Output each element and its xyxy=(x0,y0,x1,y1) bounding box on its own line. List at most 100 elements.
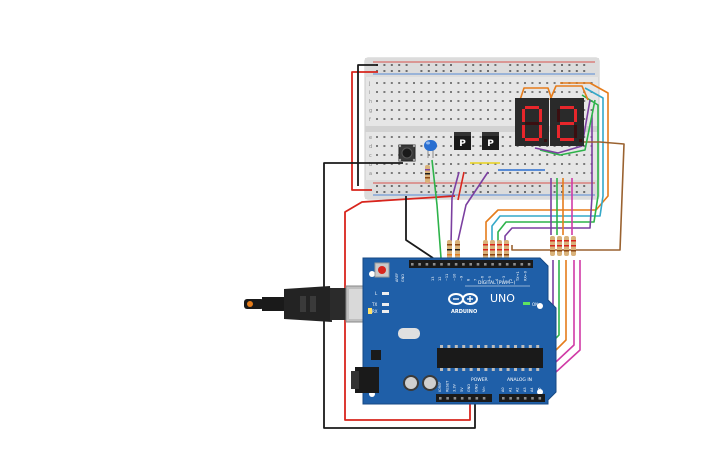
header-pin[interactable] xyxy=(460,397,464,400)
header-pin[interactable] xyxy=(491,263,494,266)
bb-hole xyxy=(383,163,386,165)
bb-hole xyxy=(420,82,423,84)
header-pin[interactable] xyxy=(446,397,449,400)
bb-hole xyxy=(442,145,445,147)
resistor-7[interactable] xyxy=(550,236,555,256)
segment-a xyxy=(525,106,539,109)
reset-button[interactable] xyxy=(374,262,390,278)
wire-black-top-rail[interactable] xyxy=(357,64,378,186)
header-pin[interactable] xyxy=(432,263,436,266)
header-pin[interactable] xyxy=(498,263,502,266)
rail-hole xyxy=(524,70,526,72)
analog-header[interactable] xyxy=(499,394,545,402)
bb-hole xyxy=(420,136,423,138)
wire-green-led[interactable] xyxy=(431,159,442,259)
resistor-6[interactable] xyxy=(504,240,509,260)
header-pin[interactable] xyxy=(520,263,524,266)
wire-teal-seg-b[interactable] xyxy=(491,87,604,245)
bb-hole xyxy=(435,91,438,93)
header-pin[interactable] xyxy=(531,397,534,400)
rail-hole xyxy=(494,64,497,66)
resistor-3[interactable] xyxy=(483,240,488,260)
rail-hole xyxy=(575,191,578,193)
wire-purple-q2[interactable] xyxy=(456,171,489,246)
header-pin[interactable] xyxy=(482,397,486,400)
resistor-4[interactable] xyxy=(490,240,495,260)
resistor-1[interactable] xyxy=(447,240,452,260)
push-button[interactable] xyxy=(398,144,416,162)
bb-hole xyxy=(413,163,415,165)
wire-orange-display-top2[interactable] xyxy=(549,85,589,101)
wire-orange-display-top[interactable] xyxy=(519,87,553,101)
header-pin[interactable] xyxy=(538,397,542,400)
bb-hole xyxy=(479,100,482,102)
bb-hole xyxy=(427,136,430,138)
bb-hole xyxy=(509,172,512,174)
bb-hole xyxy=(457,91,460,93)
header-pin[interactable] xyxy=(454,263,458,266)
header-pin[interactable] xyxy=(453,397,457,400)
transistor-1[interactable]: P xyxy=(454,132,471,150)
bb-hole xyxy=(376,109,378,111)
header-pin[interactable] xyxy=(505,263,509,266)
wire-red-top-rail[interactable] xyxy=(351,71,378,191)
rail-hole xyxy=(420,185,423,187)
resistor-10[interactable] xyxy=(571,236,576,256)
bb-hole xyxy=(487,154,489,156)
bb-hole xyxy=(538,154,541,156)
bb-hole xyxy=(494,109,497,111)
svg-text:b: b xyxy=(369,162,372,168)
header-pin[interactable] xyxy=(502,397,505,400)
header-pin[interactable] xyxy=(411,263,414,266)
header-pin[interactable] xyxy=(469,263,472,266)
transistor-2-label: P xyxy=(487,139,494,149)
resistor-5[interactable] xyxy=(497,240,502,260)
power-header[interactable] xyxy=(436,394,492,402)
wire-green-seg-c[interactable] xyxy=(497,94,599,245)
header-pin[interactable] xyxy=(447,263,451,266)
chip-pin xyxy=(469,345,473,348)
blue-led[interactable] xyxy=(424,140,437,158)
power-label: POWER xyxy=(471,377,488,383)
wire-green-display-right[interactable] xyxy=(539,99,596,156)
usb-cable[interactable] xyxy=(244,285,371,323)
header-pin[interactable] xyxy=(475,397,479,400)
header-pin[interactable] xyxy=(513,263,516,266)
header-pin[interactable] xyxy=(527,263,531,266)
bb-hole xyxy=(435,136,438,138)
wire-black-gnd-outer[interactable] xyxy=(323,162,476,429)
wire-purple-display-right[interactable] xyxy=(534,99,591,154)
header-pin[interactable] xyxy=(509,397,512,400)
bb-hole xyxy=(516,91,519,93)
header-pin[interactable] xyxy=(462,263,465,266)
bb-hole xyxy=(398,82,401,84)
header-pin[interactable] xyxy=(484,263,487,266)
wire-red-q1[interactable] xyxy=(457,171,465,201)
bb-hole xyxy=(390,118,393,120)
bb-hole xyxy=(479,118,482,120)
resistor-9[interactable] xyxy=(564,236,569,256)
header-pin[interactable] xyxy=(523,397,527,400)
header-pin[interactable] xyxy=(468,397,471,400)
resistor-2[interactable] xyxy=(455,240,460,260)
header-pin[interactable] xyxy=(418,263,421,266)
resistor-led[interactable] xyxy=(425,165,430,183)
wire-purple-q1[interactable] xyxy=(450,171,460,246)
wire-black-gnd-top[interactable] xyxy=(405,196,434,259)
seven-segment-display[interactable] xyxy=(515,98,584,146)
bb-hole xyxy=(494,154,497,156)
header-pin[interactable] xyxy=(516,397,520,400)
header-pin[interactable] xyxy=(425,263,429,266)
rail-hole xyxy=(509,191,512,193)
bb-hole xyxy=(405,82,408,84)
header-pin[interactable] xyxy=(476,263,480,266)
chip-pin xyxy=(477,345,480,348)
transistor-2[interactable]: P xyxy=(482,132,499,150)
header-pin[interactable] xyxy=(439,397,442,400)
rail-hole xyxy=(487,70,489,72)
bb-hole xyxy=(531,163,534,165)
header-pin[interactable] xyxy=(440,263,443,266)
wire-brown-seg-e[interactable] xyxy=(511,141,625,251)
resistor-8[interactable] xyxy=(557,236,562,256)
